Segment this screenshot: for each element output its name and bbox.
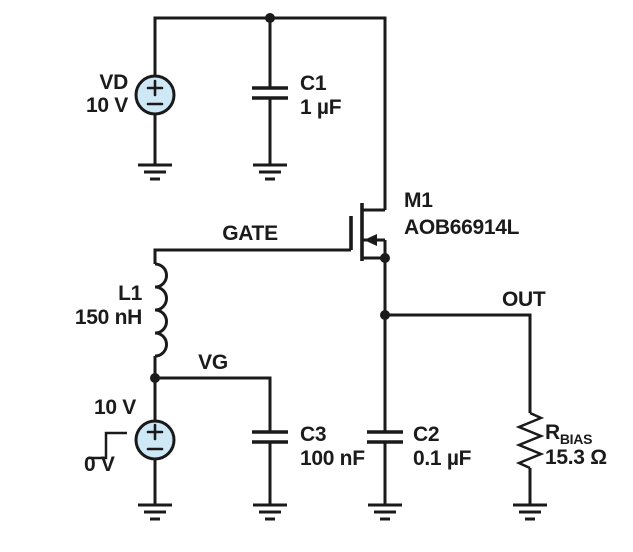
vg-net-label: VG (198, 351, 228, 374)
ground-lines (368, 503, 402, 521)
step-low-label: 0 V (84, 453, 115, 476)
gate-net: GATE (153, 222, 351, 264)
rbias-zigzag (515, 411, 545, 470)
m1-terminal-stubs (362, 208, 387, 260)
plus-minus-marks (146, 423, 164, 451)
wire-out (385, 313, 532, 413)
out-net: OUT (380, 288, 546, 413)
ground-symbol-c1 (253, 163, 287, 181)
vd-value-label: 10 V (86, 94, 128, 117)
out-net-label: OUT (502, 288, 546, 311)
c1-value-label: 1 µF (300, 96, 342, 119)
c3-ref-label: C3 (300, 423, 326, 446)
power-rail-wires (153, 13, 387, 210)
resistor-rbias: RBIAS 15.3 Ω (515, 411, 607, 505)
c2-plates (367, 430, 403, 444)
capacitor-c2: C2 0.1 µF (367, 258, 472, 505)
wire-gate (153, 248, 351, 264)
ground-lines (138, 163, 172, 181)
ground-symbol-c2 (368, 503, 402, 521)
capacitor-c1: C1 1 µF (252, 72, 342, 119)
step-waveform-icon (88, 431, 127, 460)
c2-ref-label: C2 (413, 423, 439, 446)
m1-body-arrow (364, 234, 377, 246)
c1-plates (252, 86, 288, 100)
ground-lines (138, 503, 172, 521)
rbias-ref-main: R (545, 421, 560, 444)
vd-ref-label: VD (99, 71, 128, 94)
ground-symbol-rbias (513, 503, 547, 521)
vg-net: VG (150, 351, 272, 432)
junction-dot-c1-tap (265, 13, 275, 23)
rbias-value-label: 15.3 Ω (545, 446, 607, 469)
ground-lines (253, 163, 287, 181)
l1-value-label: 150 nH (75, 306, 142, 329)
m1-part-label: AOB66914L (404, 216, 520, 239)
mosfet-m1: M1 AOB66914L (349, 189, 520, 263)
c3-value-label: 100 nF (300, 447, 365, 470)
ground-symbol-vg-source (138, 503, 172, 521)
wire-vg-to-c3 (155, 376, 272, 432)
inductor-l1: L1 150 nH (75, 262, 168, 378)
ground-symbol-vd (138, 163, 172, 181)
c2-value-label: 0.1 µF (413, 447, 472, 470)
l1-ref-label: L1 (118, 282, 143, 305)
c1-ref-label: C1 (300, 72, 327, 95)
plus-minus-marks (146, 79, 164, 106)
vd-source: VD 10 V (86, 71, 176, 117)
c3-plates (252, 430, 288, 444)
m1-ref-label: M1 (404, 189, 433, 212)
rbias-ref-label: RBIAS (545, 421, 592, 447)
capacitor-c3: C3 100 nF (252, 423, 365, 505)
vg-step-source: 10 V 0 V (84, 378, 176, 505)
rbias-ref-subscript: BIAS (560, 431, 592, 447)
ground-lines (513, 503, 547, 521)
step-high-label: 10 V (94, 396, 136, 419)
l1-coil (154, 262, 168, 358)
ground-lines (253, 503, 287, 521)
gate-net-label: GATE (222, 222, 278, 245)
ground-symbol-c3 (253, 503, 287, 521)
